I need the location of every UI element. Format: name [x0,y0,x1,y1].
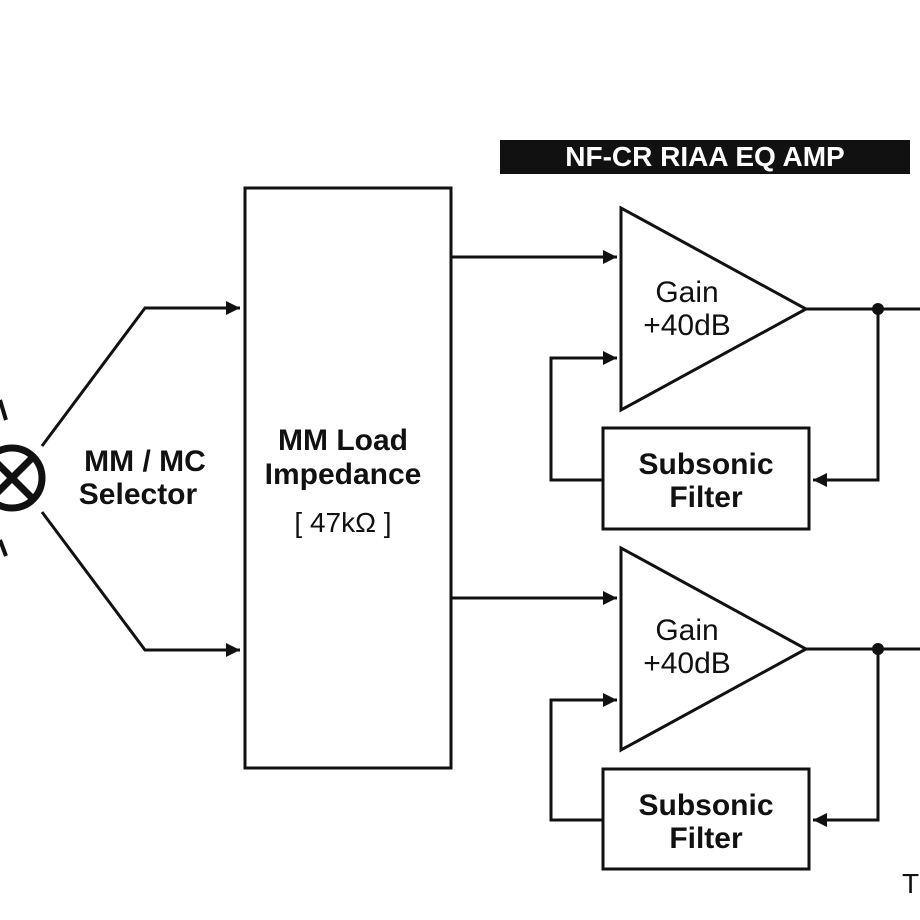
load-box-value: [ 47kΩ ] [294,507,391,538]
amp-2-line1: Gain [655,614,718,647]
amp-2-line2: +40dB [643,647,731,680]
amp-1-line1: Gain [655,276,718,309]
channel-2: Gain +40dB Subsonic Filter [451,545,920,871]
crossed-circle-icon [0,444,46,512]
corner-text: T [902,868,919,899]
filter-2-line2: Filter [669,822,743,855]
amp-1-line2: +40dB [643,309,731,342]
load-box-line2: Impedance [265,458,422,491]
load-impedance-box [243,186,453,770]
channel-1: Gain +40dB Subsonic Filter [451,205,920,531]
filter-1-line2: Filter [669,481,743,514]
selector-label-line2: Selector [79,478,198,511]
amp-triangle-2 [619,545,810,753]
load-box-line1: MM Load [278,424,408,457]
filter-1-line1: Subsonic [638,448,773,481]
subsonic-filter-box-1 [601,426,811,531]
title-text: NF-CR RIAA EQ AMP [565,141,844,172]
input-tick-marks [0,399,8,557]
filter-2-line1: Subsonic [638,789,773,822]
selector-label-line1: MM / MC [84,445,206,478]
selector-branches [40,301,240,657]
subsonic-filter-box-2 [601,767,811,871]
amp-triangle-1 [619,205,810,413]
title-banner [500,140,910,174]
